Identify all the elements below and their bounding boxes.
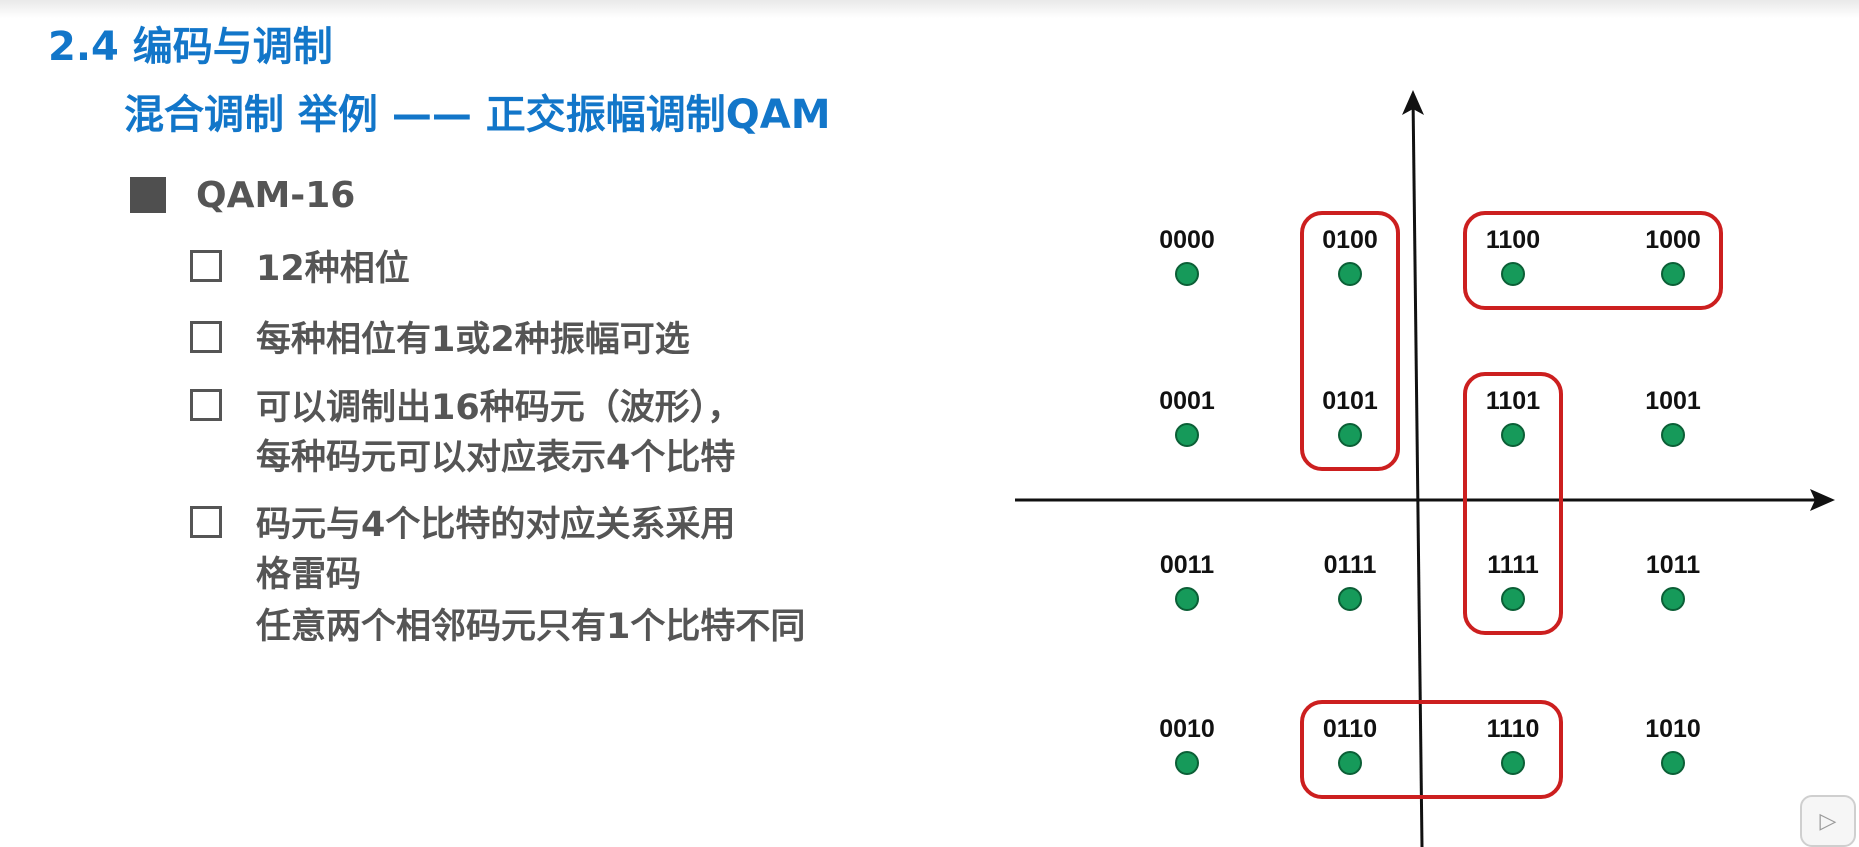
point-label: 0100	[1322, 226, 1378, 254]
point-marker	[1338, 262, 1362, 286]
constellation-point-0110: 0110	[1323, 715, 1377, 775]
open-square-bullet-icon	[190, 506, 222, 538]
bullet-text-line2: 格雷码	[256, 555, 362, 595]
top-shade	[0, 0, 1859, 18]
point-label: 0011	[1160, 551, 1214, 579]
constellation-point-0100: 0100	[1322, 226, 1378, 286]
level1-text: QAM-16	[196, 174, 356, 216]
point-marker	[1661, 751, 1685, 775]
point-label: 1011	[1646, 551, 1700, 579]
slide-subtitle: 混合调制 举例 —— 正交振幅调制QAM	[124, 92, 831, 138]
point-marker	[1175, 423, 1199, 447]
play-icon: ▷	[1819, 808, 1837, 834]
bullet-item: 码元与4个比特的对应关系采用 格雷码	[190, 500, 735, 600]
vertical-axis	[1402, 90, 1424, 847]
constellation-point-1001: 1001	[1645, 387, 1701, 447]
point-label: 0111	[1324, 551, 1377, 579]
point-marker	[1501, 423, 1525, 447]
constellation-point-1100: 1100	[1486, 226, 1540, 286]
bullet-item: 每种相位有1或2种振幅可选	[190, 315, 690, 365]
constellation-point-0011: 0011	[1160, 551, 1214, 611]
open-square-bullet-icon	[190, 250, 222, 282]
bullet-text: 码元与4个比特的对应关系采用	[256, 505, 736, 545]
horizontal-axis	[1015, 489, 1835, 511]
point-marker	[1501, 587, 1525, 611]
bullet-text: 可以调制出16种码元（波形），	[256, 388, 743, 428]
bullet-item: 可以调制出16种码元（波形）， 每种码元可以对应表示4个比特	[190, 383, 742, 483]
gray-code-group-box	[1463, 211, 1723, 310]
point-label: 1100	[1486, 226, 1540, 254]
point-marker	[1338, 587, 1362, 611]
constellation-point-1110: 1110	[1487, 715, 1540, 775]
constellation-point-0001: 0001	[1159, 387, 1215, 447]
point-marker	[1661, 423, 1685, 447]
constellation-point-0010: 0010	[1159, 715, 1215, 775]
point-marker	[1338, 423, 1362, 447]
bullet-text: 12种相位	[256, 249, 410, 289]
gray-code-group-box	[1300, 700, 1563, 799]
constellation-point-1011: 1011	[1646, 551, 1700, 611]
gray-code-group-box	[1463, 372, 1563, 635]
gray-code-note: 任意两个相邻码元只有1个比特不同	[256, 607, 806, 647]
point-marker	[1175, 262, 1199, 286]
bullet-text-line2: 每种码元可以对应表示4个比特	[256, 438, 736, 478]
open-square-bullet-icon	[190, 389, 222, 421]
point-marker	[1661, 587, 1685, 611]
section-title: 2.4 编码与调制	[48, 24, 333, 70]
constellation-point-1000: 1000	[1645, 226, 1701, 286]
point-marker	[1661, 262, 1685, 286]
point-marker	[1175, 751, 1199, 775]
point-label: 0110	[1323, 715, 1377, 743]
constellation-point-0111: 0111	[1324, 551, 1377, 611]
point-marker	[1175, 587, 1199, 611]
constellation-point-0101: 0101	[1322, 387, 1378, 447]
gray-code-group-box	[1300, 211, 1400, 471]
point-label: 1101	[1486, 387, 1540, 415]
level1-item: QAM-16	[130, 172, 355, 218]
filled-square-bullet-icon	[130, 177, 166, 213]
point-marker	[1501, 262, 1525, 286]
play-button[interactable]: ▷	[1800, 795, 1856, 847]
point-label: 1111	[1487, 551, 1539, 579]
point-label: 1000	[1645, 226, 1701, 254]
constellation-point-1101: 1101	[1486, 387, 1540, 447]
qam16-constellation-diagram: 0000 0100 1100 1000 0001 0101 1101 1001 0011 0111…	[1015, 90, 1835, 847]
point-label: 0001	[1159, 387, 1215, 415]
point-marker	[1338, 751, 1362, 775]
constellation-point-1010: 1010	[1645, 715, 1701, 775]
bullet-item: 12种相位	[190, 244, 410, 294]
point-label: 0010	[1159, 715, 1215, 743]
point-label: 1001	[1645, 387, 1701, 415]
point-label: 0101	[1322, 387, 1378, 415]
constellation-point-0000: 0000	[1159, 226, 1215, 286]
point-marker	[1501, 751, 1525, 775]
point-label: 0000	[1159, 226, 1215, 254]
constellation-point-1111: 1111	[1487, 551, 1539, 611]
bullet-text: 每种相位有1或2种振幅可选	[256, 320, 690, 360]
point-label: 1110	[1487, 715, 1540, 743]
point-label: 1010	[1645, 715, 1701, 743]
open-square-bullet-icon	[190, 321, 222, 353]
